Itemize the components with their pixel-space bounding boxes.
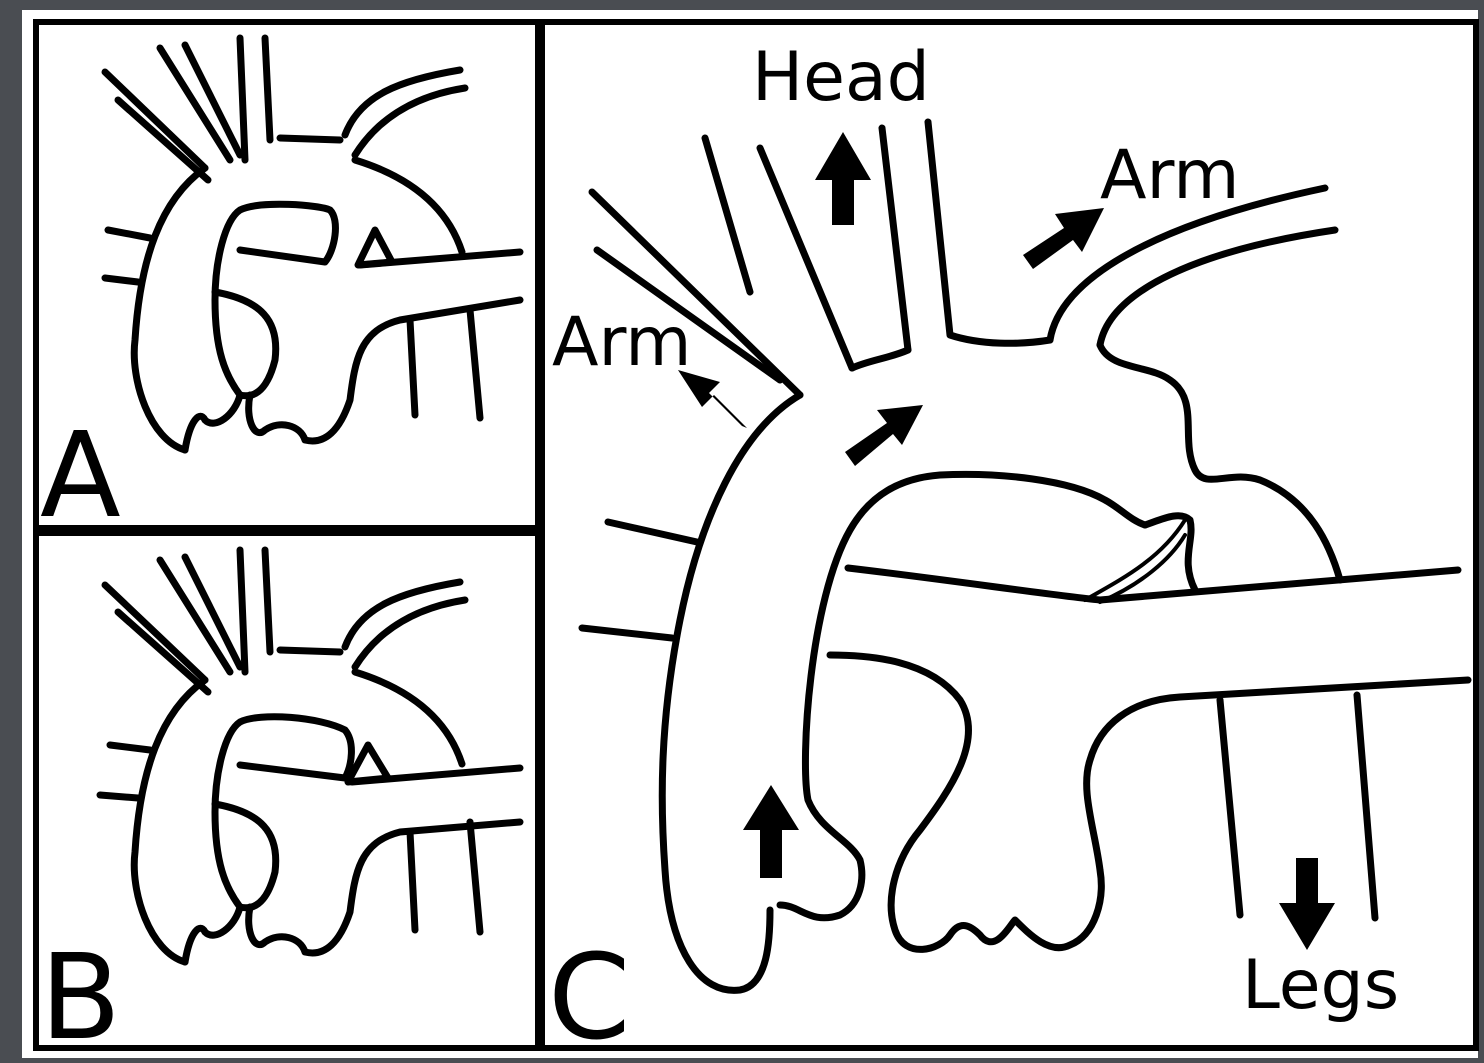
panel-a-label: A bbox=[40, 406, 121, 544]
legs-label: Legs bbox=[1242, 946, 1399, 1025]
panel-c-label: C bbox=[548, 928, 630, 1063]
head-label: Head bbox=[752, 38, 930, 117]
right-arm-label: Arm bbox=[1100, 136, 1240, 215]
left-arm-label: Arm bbox=[552, 303, 692, 382]
panel-b-label: B bbox=[40, 928, 121, 1063]
